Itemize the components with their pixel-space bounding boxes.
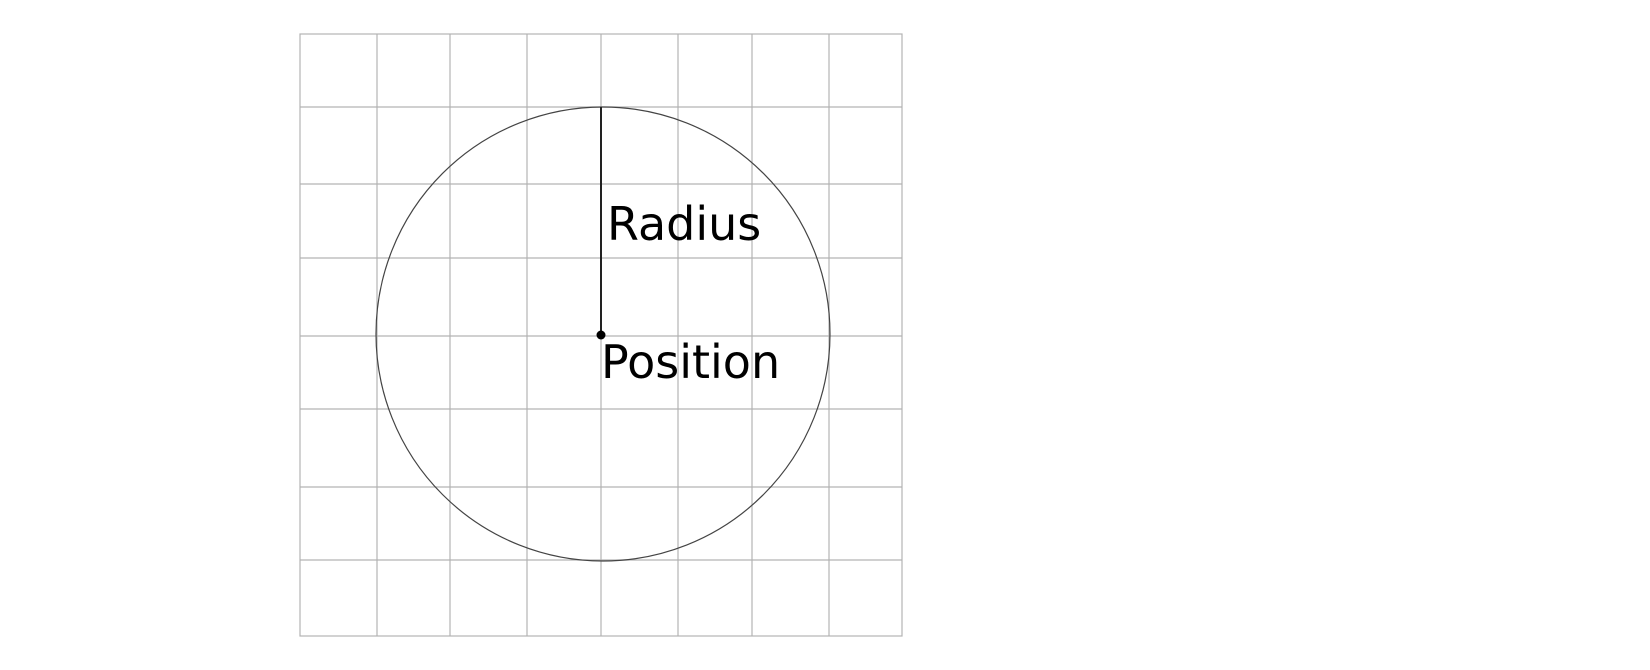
position-label: Position	[601, 335, 780, 389]
circle-outline	[375, 106, 831, 562]
position-dot	[596, 330, 606, 340]
radius-label: Radius	[607, 197, 761, 251]
